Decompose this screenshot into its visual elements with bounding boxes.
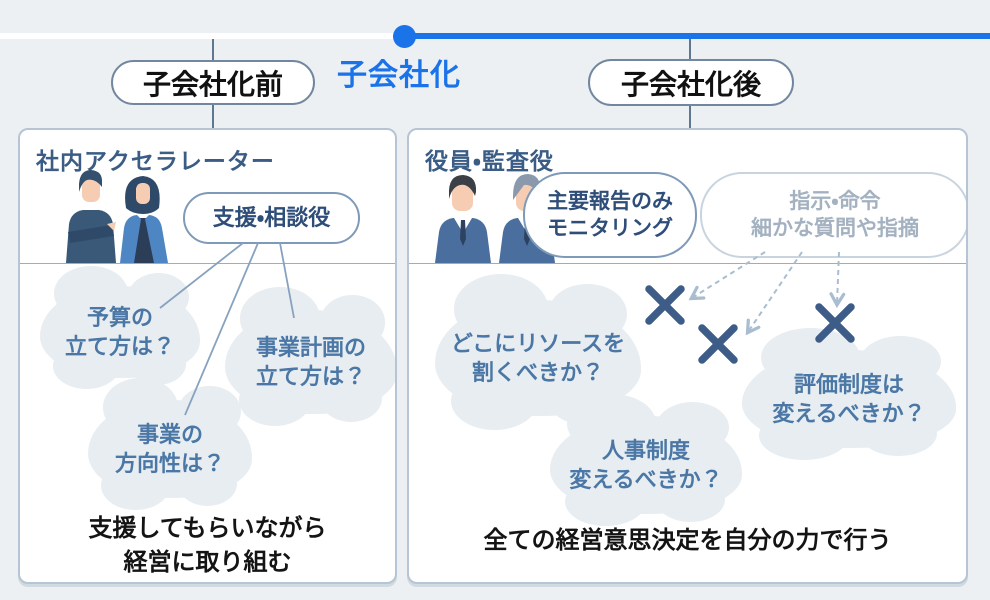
question-cloud-evaluation: 評価制度は 変えるべきか？ xyxy=(742,328,956,460)
before-summary-text: 支援してもらいながら 経営に取り組む xyxy=(88,515,327,576)
after-label-pill: 子会社化後 xyxy=(588,59,794,106)
after-panel-header: 役員・監査役 主要報告のみ モニタリング 指示・命令 xyxy=(409,130,966,264)
before-panel-title: 社内アクセラレーター xyxy=(36,148,275,174)
executive-people-icon xyxy=(435,174,555,263)
after-panel-body: どこにリソースを 割くべきか？ 評価制度は 変えるべきか？ 人事制度 変えるべき… xyxy=(409,264,966,582)
question-cloud-direction: 事業の 方向性は？ xyxy=(88,378,252,510)
before-panel: 社内アクセラレーター 支援・相談役 xyxy=(18,128,397,584)
support-role-bubble: 支援・相談役 xyxy=(183,192,360,244)
after-panel-title: 役員・監査役 xyxy=(425,148,554,174)
timeline-segment-before xyxy=(0,33,405,39)
timeline-segment-after xyxy=(405,33,990,39)
question-cloud-hr: 人事制度 変えるべきか？ xyxy=(550,394,742,526)
timeline-dot-icon xyxy=(393,25,416,48)
after-panel: 役員・監査役 主要報告のみ モニタリング 指示・命令 xyxy=(407,128,968,584)
timeline-title: 子会社化 xyxy=(337,59,461,92)
blocked-actions-bubble: 指示・命令 細かな質問や指摘 xyxy=(700,172,966,258)
question-cloud-budget: 予算の 立て方は？ xyxy=(40,265,200,390)
accelerator-people-icon xyxy=(66,170,168,263)
question-cloud-resources: どこにリソースを 割くべきか？ xyxy=(435,274,641,430)
after-summary-text: 全ての経営意思決定を自分の力で行う xyxy=(483,527,892,554)
question-cloud-business-plan: 事業計画の 立て方は？ xyxy=(225,287,395,427)
before-panel-header: 社内アクセラレーター 支援・相談役 xyxy=(20,130,395,264)
before-panel-body: 予算の 立て方は？ 事業計画の 立て方は？ 事業の 方向性は？ 支援して xyxy=(20,264,395,582)
before-label-pill: 子会社化前 xyxy=(111,60,315,105)
monitoring-bubble: 主要報告のみ モニタリング xyxy=(523,172,697,258)
